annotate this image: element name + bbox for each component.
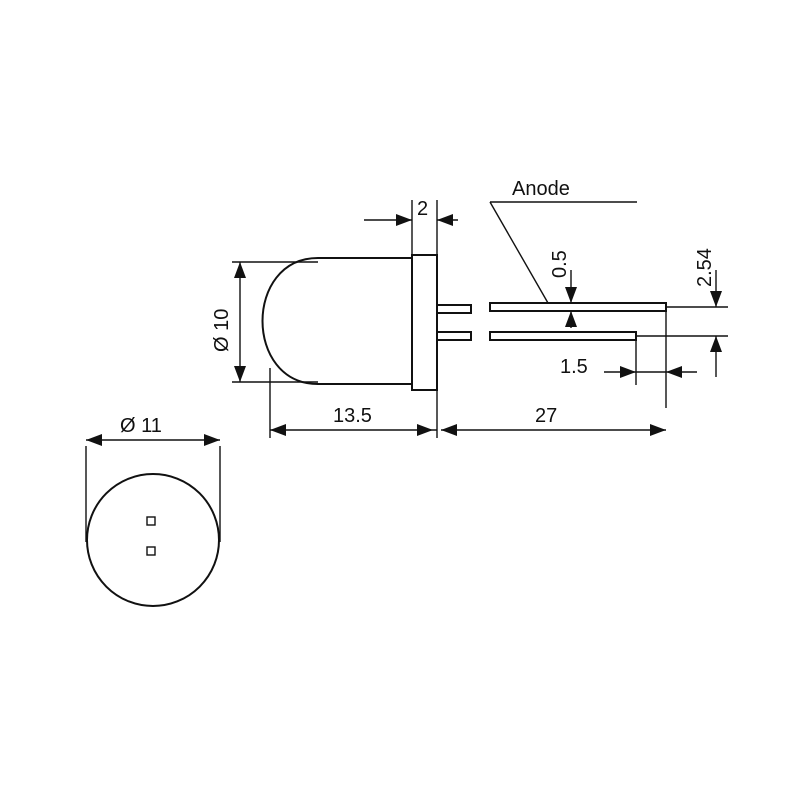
flange-width-label: 2 <box>417 198 428 220</box>
anode-label: Anode <box>512 178 570 200</box>
anode-lead <box>489 302 667 312</box>
lead-upper-stub <box>436 304 472 314</box>
body-length-label: 13.5 <box>333 405 372 427</box>
led-front-view: Ø 11 <box>85 415 221 607</box>
anode-callout: Anode <box>489 178 637 304</box>
led-dome <box>261 257 412 385</box>
dim-lengths: 13.5 27 <box>269 368 666 438</box>
dim-flange-width: 2 <box>364 198 458 255</box>
lead-spacing-label: 2.54 <box>694 248 716 287</box>
led-side-view <box>261 254 667 391</box>
dim-lead-thickness: 0.5 <box>549 250 577 328</box>
lead-length-label: 27 <box>535 405 557 427</box>
dim-lead-offset: 1.5 <box>560 311 697 408</box>
lead-offset-label: 1.5 <box>560 356 588 378</box>
lead-hole-lower <box>146 546 156 556</box>
lead-lower-stub <box>436 331 472 341</box>
dim-lead-spacing: 2.54 <box>636 248 728 377</box>
lead-hole-upper <box>146 516 156 526</box>
dim-body-diameter: Ø 10 <box>211 261 318 383</box>
led-flange <box>411 254 438 391</box>
body-diameter-label: Ø 10 <box>211 309 233 352</box>
lead-thickness-label: 0.5 <box>549 250 571 278</box>
flange-diameter-label: Ø 11 <box>120 415 162 437</box>
flange-circle <box>86 473 220 607</box>
cathode-lead <box>489 331 637 341</box>
